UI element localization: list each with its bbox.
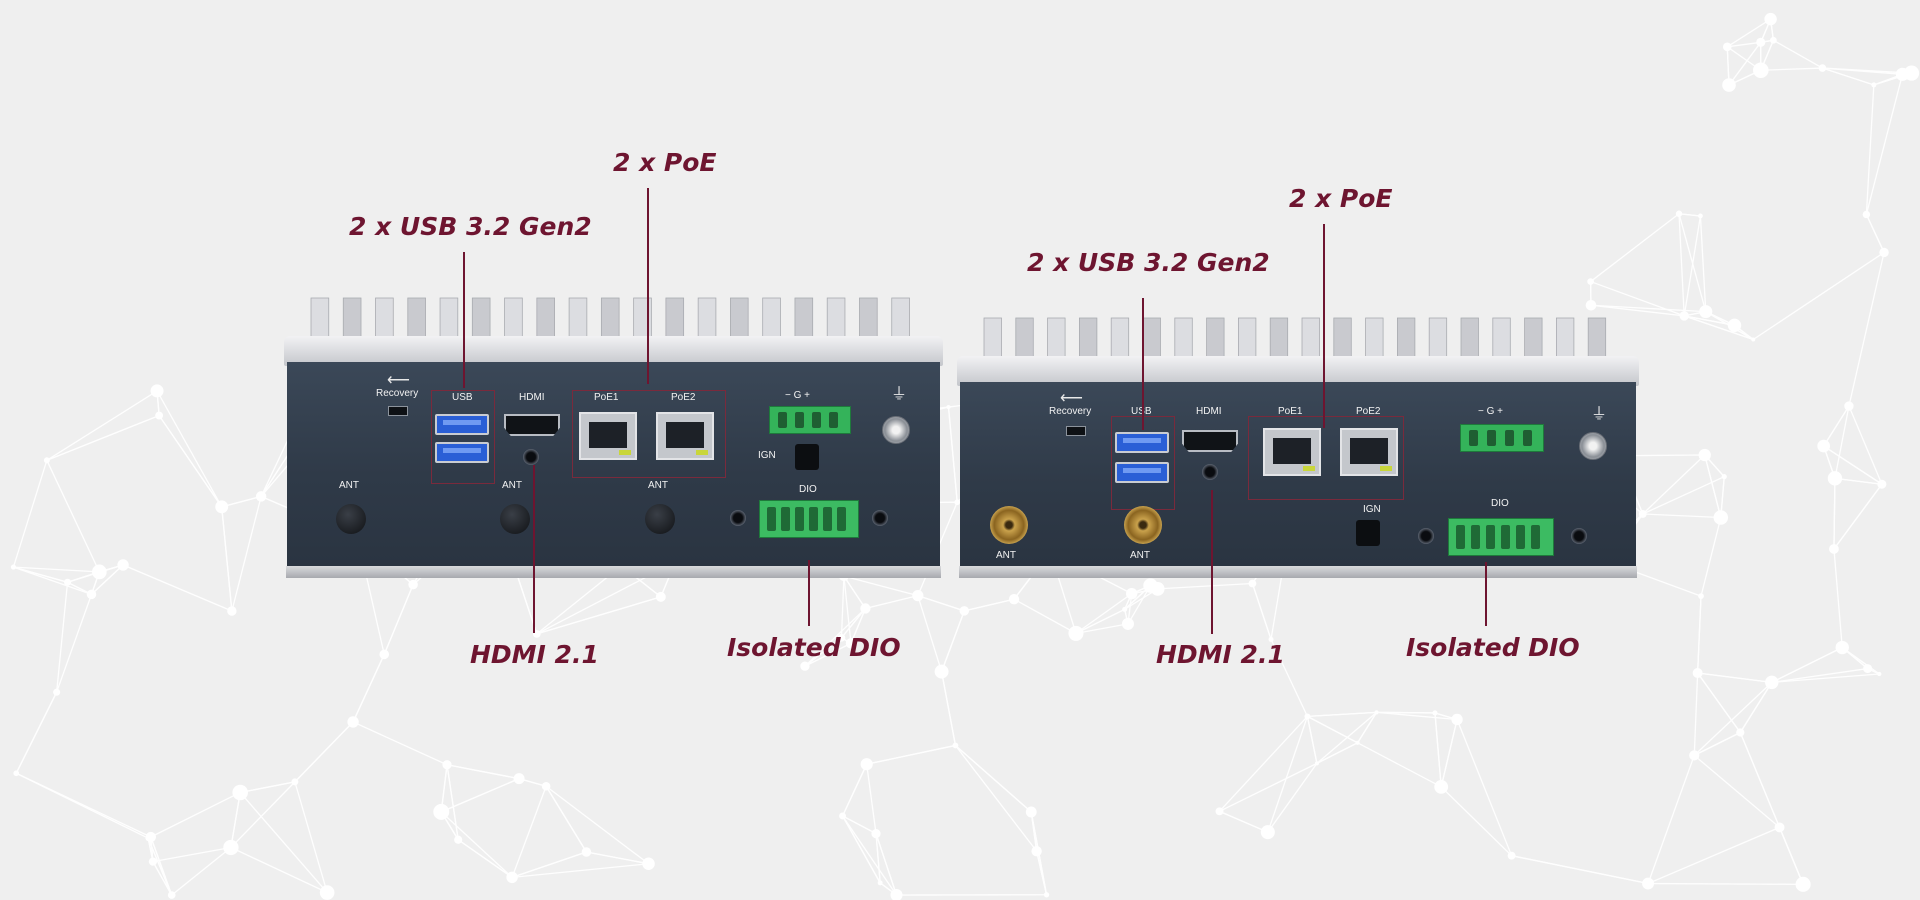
dio-label: DIO xyxy=(799,484,817,495)
sma-antenna-connector-1[interactable] xyxy=(990,506,1028,544)
ant-label-2: ANT xyxy=(1130,550,1150,561)
right-hdmi-leader-line xyxy=(1211,490,1213,634)
right-usb-callout: 2 x USB 3.2 Gen2 xyxy=(1027,248,1270,277)
screw-hole xyxy=(1202,464,1218,480)
chassis-base xyxy=(286,566,941,578)
poe-highlight-box xyxy=(572,390,726,478)
hdmi-label: HDMI xyxy=(1196,406,1222,417)
heatsink-cap xyxy=(957,356,1639,386)
right-poe-leader-line xyxy=(1323,224,1325,428)
poe2-port[interactable] xyxy=(656,412,714,460)
dio-screw-right xyxy=(1571,528,1587,544)
chassis-base xyxy=(959,566,1637,578)
heatsink-fins xyxy=(310,297,910,340)
recovery-switch[interactable] xyxy=(388,406,408,416)
isolated-dio-terminal[interactable] xyxy=(1448,518,1554,556)
usb-highlight-box xyxy=(431,390,495,484)
recovery-label: Recovery xyxy=(376,388,419,399)
recovery-arrow-icon: ⟵ xyxy=(387,372,410,389)
power-terminal[interactable] xyxy=(769,406,851,434)
ant-label-1: ANT xyxy=(996,550,1016,561)
left-dio-callout: Isolated DIO xyxy=(727,633,901,662)
hdmi-port[interactable] xyxy=(1182,430,1238,452)
screw-hole xyxy=(523,449,539,465)
right-usb-leader-line xyxy=(1142,298,1144,430)
recovery-arrow-icon: ⟵ xyxy=(1060,390,1083,407)
left-dio-leader-line xyxy=(808,560,810,626)
left-poe-leader-line xyxy=(647,188,649,384)
recovery-label: Recovery xyxy=(1049,406,1092,417)
usb-port-1[interactable] xyxy=(1115,432,1169,453)
heatsink-cap xyxy=(284,336,943,366)
usb-port-1[interactable] xyxy=(435,414,489,435)
io-panel: ⟵ Recovery USB HDMI PoE1 PoE2 − G + ⏚ IG… xyxy=(287,362,940,568)
isolated-dio-terminal[interactable] xyxy=(759,500,859,538)
right-dio-callout: Isolated DIO xyxy=(1406,633,1580,662)
io-panel: ⟵ Recovery USB HDMI PoE1 PoE2 − G + ⏚ IG… xyxy=(960,382,1636,568)
left-usb-callout: 2 x USB 3.2 Gen2 xyxy=(349,212,592,241)
ign-label: IGN xyxy=(1363,504,1381,515)
dio-label: DIO xyxy=(1491,498,1509,509)
ant-label-2: ANT xyxy=(502,480,522,491)
antenna-cap-2 xyxy=(500,504,530,534)
recovery-switch[interactable] xyxy=(1066,426,1086,436)
dio-screw-right xyxy=(872,510,888,526)
left-usb-leader-line xyxy=(463,252,465,388)
screw-hole-mid xyxy=(1418,528,1434,544)
antenna-cap-1 xyxy=(336,504,366,534)
poe-highlight-box xyxy=(1248,416,1404,500)
poe1-label: PoE1 xyxy=(1278,406,1303,417)
ant-label-1: ANT xyxy=(339,480,359,491)
ground-icon: ⏚ xyxy=(891,386,908,403)
ground-screw[interactable] xyxy=(1579,432,1607,460)
ground-icon: ⏚ xyxy=(1591,406,1608,423)
usb-label: USB xyxy=(1131,406,1152,417)
ground-screw[interactable] xyxy=(882,416,910,444)
power-terminal[interactable] xyxy=(1460,424,1544,452)
right-dio-leader-line xyxy=(1485,562,1487,626)
left-hdmi-leader-line xyxy=(533,465,535,633)
usb-label: USB xyxy=(452,392,473,403)
usb-port-2[interactable] xyxy=(1115,462,1169,483)
power-polarity-label: − G + xyxy=(1478,406,1504,417)
dio-screw-left xyxy=(730,510,746,526)
sma-antenna-connector-2[interactable] xyxy=(1124,506,1162,544)
left-poe-callout: 2 x PoE xyxy=(613,148,717,177)
poe1-port[interactable] xyxy=(1263,428,1321,476)
left-hdmi-callout: HDMI 2.1 xyxy=(470,640,599,669)
ant-label-3: ANT xyxy=(648,480,668,491)
ign-label: IGN xyxy=(758,450,776,461)
antenna-cap-3 xyxy=(645,504,675,534)
hdmi-port[interactable] xyxy=(504,414,560,436)
right-device: ⟵ Recovery USB HDMI PoE1 PoE2 − G + ⏚ IG… xyxy=(957,316,1639,586)
poe2-port[interactable] xyxy=(1340,428,1398,476)
usb-port-2[interactable] xyxy=(435,442,489,463)
right-hdmi-callout: HDMI 2.1 xyxy=(1156,640,1285,669)
right-poe-callout: 2 x PoE xyxy=(1289,184,1393,213)
heatsink-fins xyxy=(983,317,1607,360)
poe2-label: PoE2 xyxy=(671,392,696,403)
poe2-label: PoE2 xyxy=(1356,406,1381,417)
ign-connector[interactable] xyxy=(795,444,819,470)
poe1-label: PoE1 xyxy=(594,392,619,403)
ign-connector[interactable] xyxy=(1356,520,1380,546)
poe1-port[interactable] xyxy=(579,412,637,460)
left-device: ⟵ Recovery USB HDMI PoE1 PoE2 − G + ⏚ IG… xyxy=(284,296,943,586)
hdmi-label: HDMI xyxy=(519,392,545,403)
power-polarity-label: − G + xyxy=(785,390,811,401)
